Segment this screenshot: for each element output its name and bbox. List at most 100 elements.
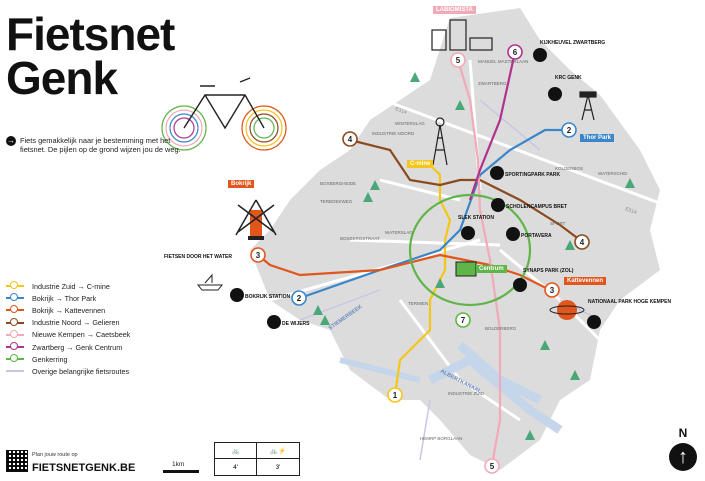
label-thor-park: Thor Park [580, 134, 615, 142]
label-synaps: SYNAPS PARK (ZOL) [523, 268, 574, 274]
time-ebike: 3' [275, 463, 281, 471]
mine-tower-icon [432, 117, 448, 166]
legend-item: Industrie Zuid → C-mine [6, 280, 226, 292]
district-label: INDUSTRIE ZUID [448, 391, 485, 396]
district-label: TERMIEN [408, 301, 428, 306]
district-label: ZWARTBERG [478, 81, 507, 86]
route-7-ring [408, 193, 532, 307]
route-badges: 1 2 2 3 3 4 4 5 5 6 7 [250, 44, 590, 474]
north-label: N [678, 426, 688, 440]
district-label: WINTERSLAG [395, 121, 425, 126]
pin-station [461, 226, 475, 240]
legend-dot [10, 293, 18, 302]
badge-route-1: 1 [393, 391, 398, 400]
legend-dot [10, 354, 18, 363]
legend-label: Bokrijk → Thor Park [32, 293, 97, 303]
badge-route-7: 7 [461, 316, 466, 325]
pin-de-wijers [267, 315, 281, 329]
legend-label: Overige belangrijke fietsroutes [32, 366, 130, 376]
label-kijkheuvel: KIJKHEUVEL ZWARTBERG [540, 40, 605, 46]
pin-sportingpark [490, 166, 504, 180]
label-bokrijk: Bokrijk [228, 180, 255, 188]
pin-synaps [513, 278, 527, 292]
route-5-line [456, 59, 502, 466]
legend-swatch [6, 342, 24, 351]
title-line-1: Fietsnet [6, 8, 175, 60]
pin-nationaal-park [587, 315, 601, 329]
plan-text: Plan jouw route op [32, 452, 78, 458]
badge-route-4: 4 [348, 135, 353, 144]
boat-icon [196, 273, 224, 291]
badge-route-5: 5 [456, 56, 461, 65]
compass-icon [669, 443, 697, 471]
pin-scholencampus [491, 198, 505, 212]
time-bike: 4' [215, 459, 257, 475]
district-label: KOLDERBOS [555, 166, 583, 171]
district-label: HEMRP BORGLAAN [420, 436, 462, 441]
windmill-icon [235, 199, 277, 240]
legend-label: Bokrijk → Kattevennen [32, 305, 106, 315]
legend-dot [10, 342, 18, 351]
label-e314-right: E314 [624, 206, 637, 216]
ebike-icon: 🚲⚡ [257, 443, 299, 459]
district-label: WATERSLAG [385, 230, 413, 235]
scale-label: 1km [172, 461, 185, 468]
title-line-2: Genk [6, 52, 118, 104]
labiomista-icon [431, 19, 493, 51]
legend-swatch [6, 317, 24, 326]
city-area [250, 8, 660, 470]
legend-item: Nieuwe Kempen → Caetsbeek [6, 329, 226, 341]
page-title: Fietsnet Genk [6, 8, 175, 104]
district-label: BOLDERBERG [485, 326, 517, 331]
legend-swatch [6, 293, 24, 302]
label-portavera: PORTAVERA [521, 233, 552, 239]
district-label: MANUEL MASTERLAAN [478, 59, 528, 64]
label-nationaal-park: NATIONAAL PARK HOGE KEMPEN [588, 299, 671, 305]
trees [313, 72, 635, 440]
legend-item: Overige belangrijke fietsroutes [6, 365, 226, 377]
legend-label: Industrie Noord → Gelieren [32, 318, 120, 328]
bicycle-icon: 🚲 [215, 443, 257, 459]
label-e314: E314 [394, 106, 407, 116]
pin-krc-genk [548, 87, 562, 101]
district-label: INDUSTRIE NOORD [372, 131, 415, 136]
badge-route-3b: 3 [550, 286, 555, 295]
north-arrow-icon: ↑ [678, 446, 688, 468]
legend-dot [10, 281, 18, 290]
legend-label: Genkerring [32, 354, 68, 364]
legend-label: Zwartberg → Genk Centrum [32, 342, 123, 352]
label-scholencampus: SCHOLENCAMPUS BRET [506, 204, 567, 210]
legend-item: Genkerring [6, 353, 226, 365]
label-labiomista: LABIOMISTA [433, 6, 476, 14]
badge-route-6: 6 [513, 48, 518, 57]
legend-label: Industrie Zuid → C-mine [32, 281, 110, 291]
website-link[interactable]: FIETSNETGENK.BE [32, 462, 136, 474]
legend-dot [10, 329, 18, 338]
location-pins [230, 48, 601, 329]
pin-portavera [506, 227, 520, 241]
legend-swatch [6, 370, 24, 373]
label-de-wijers: DE WIJERS [282, 321, 310, 327]
bicycle-illustration [161, 77, 287, 151]
pin-bokrijk-station [230, 288, 244, 302]
legend-swatch [6, 305, 24, 314]
district-label: BOXBERGHEIDE [320, 181, 356, 186]
label-fietsen-water: FIETSEN DOOR HET WATER [164, 254, 232, 260]
legend-swatch [6, 281, 24, 290]
label-cmine: C-mine [407, 160, 434, 168]
badge-route-5b: 5 [490, 462, 495, 471]
arrow-right-icon: → [6, 136, 16, 146]
legend-item: Bokrijk → Kattevennen [6, 304, 226, 316]
intro-text: Fiets gemakkelijk naar je bestemming met… [20, 136, 181, 154]
legend-item: Industrie Noord → Gelieren [6, 317, 226, 329]
label-station: SLEK STATION [458, 215, 494, 221]
legend-dot [10, 317, 18, 326]
travel-time-table: 🚲 🚲⚡ 4' 3' [214, 442, 300, 476]
centrum-shop-icon [455, 261, 477, 277]
badge-route-2: 2 [567, 126, 572, 135]
legend-label: Nieuwe Kempen → Caetsbeek [32, 330, 131, 340]
pin-kijkheuvel [533, 48, 547, 62]
